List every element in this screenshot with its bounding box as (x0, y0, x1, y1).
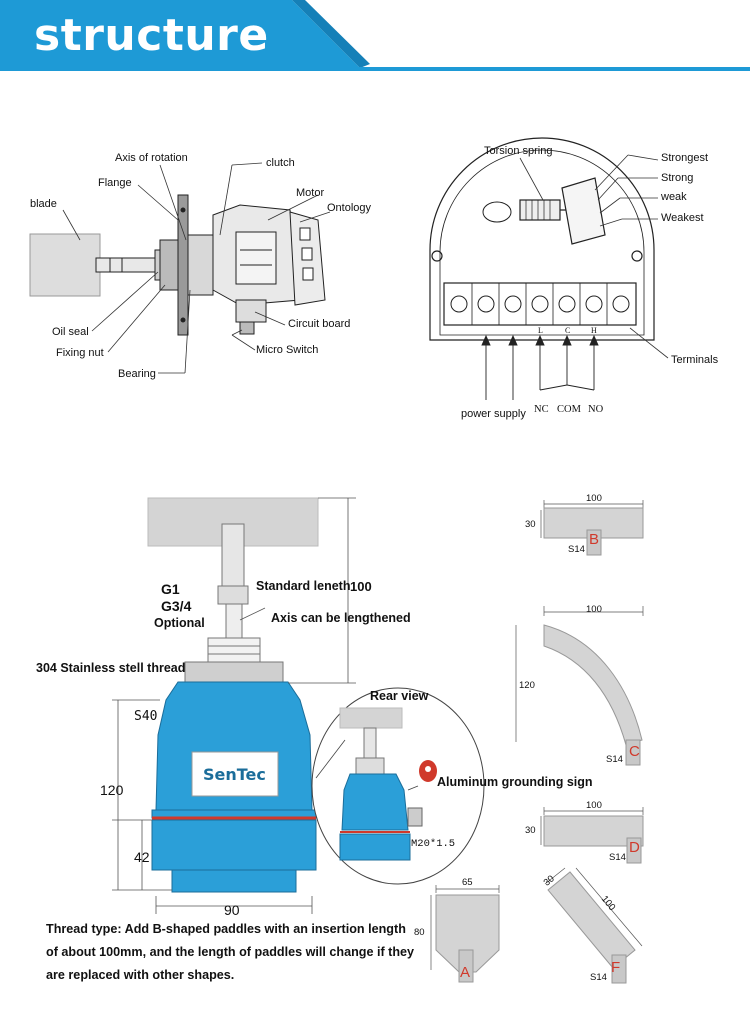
paddle-c (515, 606, 644, 766)
label-grounding-sign: Aluminum grounding sign (437, 775, 593, 789)
paddle-a-height: 80 (414, 927, 425, 938)
label-optional: Optional (154, 616, 205, 630)
paddle-a (430, 885, 500, 983)
label-height-120: 120 (100, 782, 124, 798)
brand-logo: SenTec (203, 765, 266, 784)
paddle-b-height: 30 (525, 519, 536, 530)
label-bearing: Bearing (118, 368, 156, 380)
label-axis-lengthened: Axis can be lengthened (271, 611, 411, 625)
paddle-f (544, 867, 643, 984)
label-fixing-nut: Fixing nut (56, 347, 104, 359)
terminal-h: H (591, 326, 597, 335)
label-strongest: Strongest (661, 152, 708, 164)
label-ontology: Ontology (327, 202, 372, 214)
paddle-d-letter: D (629, 839, 640, 856)
label-g34: G3/4 (161, 598, 192, 614)
label-strong: Strong (661, 172, 693, 184)
paddle-d-width: 100 (586, 800, 602, 811)
label-s40: S40 (134, 709, 157, 724)
paddle-d-shaft: S14 (609, 852, 626, 863)
blade-shape (29, 233, 101, 297)
label-blade: blade (30, 198, 57, 210)
label-weak: weak (660, 191, 687, 203)
label-m20: M20*1.5 (411, 838, 455, 850)
terminal-screws (450, 295, 630, 313)
paddle-b-letter: B (589, 531, 599, 548)
paddle-a-letter: A (460, 964, 470, 981)
label-no: NO (588, 404, 604, 415)
label-g1: G1 (161, 581, 180, 597)
paddle-b-shaft: S14 (568, 544, 585, 555)
paddle-a-width: 65 (462, 877, 473, 888)
label-motor: Motor (296, 187, 324, 199)
paddle-c-width: 100 (586, 604, 602, 615)
label-width-90: 90 (224, 902, 240, 918)
paddle-d (540, 807, 644, 864)
label-weakest: Weakest (661, 212, 704, 224)
label-standard-length: Standard leneth (256, 579, 350, 593)
paddle-c-shaft: S14 (606, 754, 623, 765)
header-banner (0, 0, 750, 71)
label-clutch: clutch (266, 157, 295, 169)
paddle-d-height: 30 (525, 825, 536, 836)
paddle-b (540, 500, 644, 556)
label-torsion-spring: Torsion spring (484, 145, 552, 157)
thread-type-note: Thread type: Add B-shaped paddles with a… (46, 922, 415, 982)
label-terminals: Terminals (671, 354, 719, 366)
label-power-supply: power supply (461, 408, 526, 420)
paddle-c-height: 120 (519, 680, 535, 691)
terminal-c: C (565, 326, 570, 335)
label-oil-seal: Oil seal (52, 326, 89, 338)
label-stainless-thread: 304 Stainless stell thread (36, 661, 185, 675)
paddle-f-letter: F (611, 959, 620, 976)
label-axis-of-rotation: Axis of rotation (115, 152, 188, 164)
label-circuit-board: Circuit board (288, 318, 350, 330)
mechanism-section (29, 162, 331, 374)
label-height-42: 42 (134, 849, 150, 865)
label-standard-length-value: 100 (350, 579, 372, 594)
paddle-f-shaft: S14 (590, 972, 607, 983)
label-micro-switch: Micro Switch (256, 344, 318, 356)
terminal-board (429, 137, 669, 400)
label-rear-view: Rear view (370, 689, 429, 703)
label-flange: Flange (98, 177, 132, 189)
dimension-drawing (112, 497, 485, 914)
section-header: structure (0, 0, 750, 72)
terminal-l: L (538, 326, 543, 335)
paddle-c-letter: C (629, 743, 640, 760)
label-com: COM (557, 404, 582, 415)
page-title: structure (34, 10, 269, 61)
label-nc: NC (534, 404, 549, 415)
paddle-b-width: 100 (586, 493, 602, 504)
